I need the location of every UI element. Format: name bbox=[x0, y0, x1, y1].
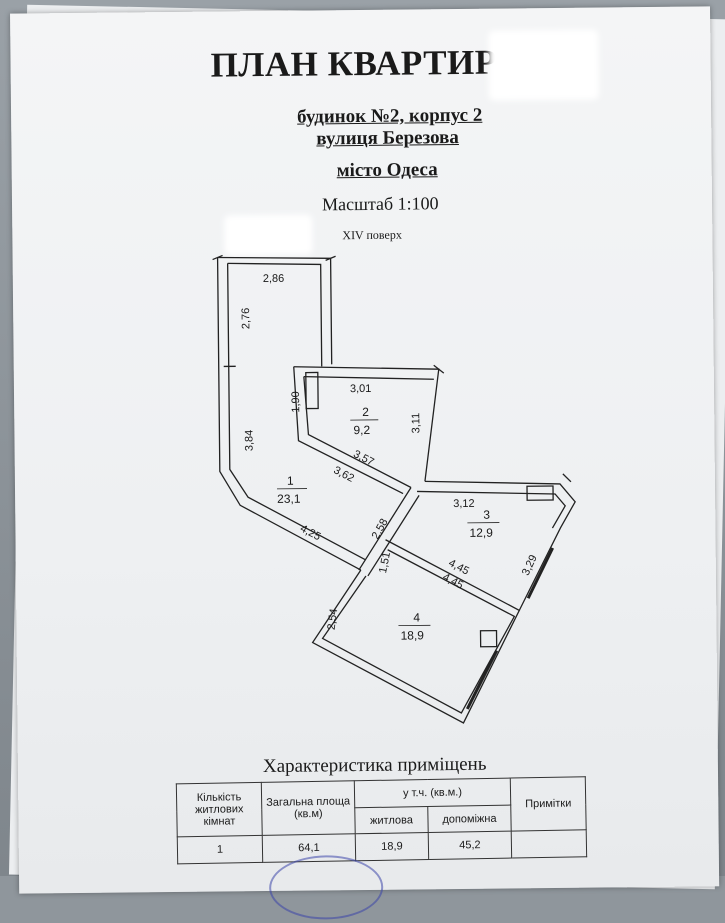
characteristics-table: Кількість житлових кімнат Загальна площа… bbox=[176, 776, 587, 864]
dimension-label: 2,58 bbox=[370, 517, 391, 542]
room-area: 9,2 bbox=[353, 423, 370, 437]
room-number: 4 bbox=[413, 610, 420, 624]
cell-auxiliary: 45,2 bbox=[428, 831, 511, 859]
room-area: 23,1 bbox=[277, 492, 301, 506]
dimension-label: 3,01 bbox=[350, 383, 372, 395]
plan-walls bbox=[213, 252, 578, 726]
header-auxiliary: допоміжна bbox=[428, 805, 511, 832]
dimension-label: 2,86 bbox=[263, 273, 285, 285]
header-rooms-count: Кількість житлових кімнат bbox=[176, 782, 262, 836]
dimension-label: 1,51 bbox=[377, 551, 393, 574]
dimension-label: 1,90 bbox=[290, 391, 302, 413]
room-area: 18,9 bbox=[400, 628, 424, 642]
cell-living: 18,9 bbox=[355, 833, 428, 861]
header-total-area: Загальна площа (кв.м) bbox=[261, 781, 355, 836]
room-area: 12,9 bbox=[469, 526, 493, 540]
header-living: житлова bbox=[355, 807, 428, 834]
stamp-seal bbox=[269, 855, 384, 920]
dimension-label: 4,25 bbox=[298, 523, 323, 544]
dimension-label: 3,12 bbox=[453, 498, 475, 510]
floor-plan: 2,86 2,76 3,01 1,90 3,11 3,57 3,62 3,84 … bbox=[10, 6, 718, 753]
dimension-label: 3,84 bbox=[243, 430, 255, 452]
room-number: 2 bbox=[362, 405, 369, 419]
room-number: 3 bbox=[483, 508, 490, 522]
dimension-label: 3,57 bbox=[351, 448, 376, 469]
header-incl: у т.ч. (кв.м.) bbox=[354, 778, 510, 808]
room-number: 1 bbox=[287, 474, 294, 488]
cell-notes bbox=[511, 830, 586, 858]
characteristics-heading: Характеристика приміщень bbox=[263, 754, 487, 778]
dimension-label: 3,11 bbox=[410, 413, 422, 434]
dimension-label: 2,76 bbox=[240, 308, 252, 330]
document-sheet: ПЛАН КВАРТИРИ № будинок №2, корпус 2 вул… bbox=[10, 6, 719, 893]
dimension-label: 2,54 bbox=[326, 608, 341, 631]
header-notes: Примітки bbox=[510, 777, 586, 831]
cell-rooms-count: 1 bbox=[177, 835, 262, 863]
